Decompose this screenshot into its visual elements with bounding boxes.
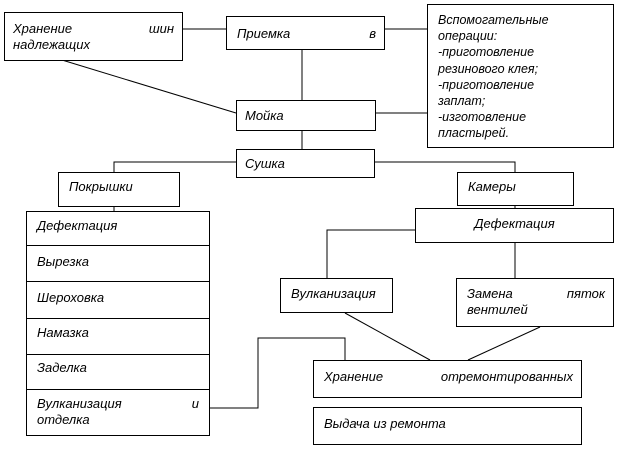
tubes-label: Камеры xyxy=(468,179,516,194)
divider xyxy=(27,318,209,319)
connector-finishing-storage xyxy=(210,337,346,409)
divider xyxy=(27,281,209,282)
storage-tires-box: Хранение шин надлежащих xyxy=(4,12,183,61)
auxiliary-line: операции: xyxy=(438,29,498,44)
valve-word-2: пяток xyxy=(566,286,605,301)
connector-vulcanization-storage xyxy=(344,312,431,361)
reception-word-2: в xyxy=(369,26,376,41)
tire-step-filling: Заделка xyxy=(27,360,209,376)
storage-tires-word-3: надлежащих xyxy=(13,37,90,52)
issue-box: Выдача из ремонта xyxy=(313,407,582,445)
tire-step-vulcanization: Вулканизация и отделка xyxy=(27,396,209,428)
tube-defect-label: Дефектация xyxy=(474,216,555,231)
tires-label: Покрышки xyxy=(69,179,133,194)
drying-box: Сушка xyxy=(236,149,375,178)
washing-box: Мойка xyxy=(236,100,376,131)
auxiliary-line: заплат; xyxy=(438,94,486,109)
auxiliary-line: -приготовление xyxy=(438,77,535,92)
tire-step-defect-label: Дефектация xyxy=(37,218,118,233)
tire-steps-box: Дефектация Вырезка Шероховка Намазка Зад… xyxy=(26,211,210,436)
valve-word-1: Замена xyxy=(467,286,513,301)
auxiliary-line: пластырей. xyxy=(438,126,510,141)
auxiliary-line: резинового клея; xyxy=(438,61,539,76)
connector-drying-tubes xyxy=(375,161,516,172)
tire-step-vulc-word-2: и xyxy=(191,396,199,411)
valve-word-3: вентилей xyxy=(467,302,528,317)
washing-label: Мойка xyxy=(245,108,284,123)
valve-replacement-box: Замена пяток вентилей xyxy=(456,278,614,327)
tire-step-cutting-label: Вырезка xyxy=(37,254,89,269)
storage-tires-word-1: Хранение xyxy=(13,21,73,36)
storage-repaired-word-2: отремонтированных xyxy=(440,369,573,384)
tire-step-cutting: Вырезка xyxy=(27,254,209,270)
tire-step-defect: Дефектация xyxy=(27,218,209,234)
tire-step-coating-label: Намазка xyxy=(37,325,89,340)
auxiliary-operations-box: Вспомогательные операции: -приготовление… xyxy=(427,4,614,148)
issue-label: Выдача из ремонта xyxy=(324,416,446,431)
reception-word-1: Приемка xyxy=(237,26,291,41)
tire-step-filling-label: Заделка xyxy=(37,360,87,375)
auxiliary-line: -изготовление xyxy=(438,110,527,125)
storage-repaired-word-1: Хранение xyxy=(324,369,384,384)
tires-box: Покрышки xyxy=(58,172,180,207)
connector-valve-storage xyxy=(467,326,541,361)
tube-defect-box: Дефектация xyxy=(415,208,614,243)
storage-tires-word-2: шин xyxy=(148,21,174,36)
auxiliary-line: Вспомогательные xyxy=(438,13,549,27)
tire-step-roughing: Шероховка xyxy=(27,290,209,306)
reception-box: Приемка в xyxy=(226,16,385,50)
tire-step-roughing-label: Шероховка xyxy=(37,290,105,305)
vulcanization-label: Вулканизация xyxy=(291,286,376,301)
vulcanization-box: Вулканизация xyxy=(280,278,393,313)
tubes-box: Камеры xyxy=(457,172,574,206)
drying-label: Сушка xyxy=(245,156,285,171)
divider xyxy=(27,245,209,246)
divider xyxy=(27,389,209,390)
tire-step-coating: Намазка xyxy=(27,325,209,341)
connector-storage-washing xyxy=(61,59,237,114)
auxiliary-line: -приготовление xyxy=(438,45,535,60)
tire-step-vulc-word-1: Вулканизация xyxy=(37,396,122,411)
divider xyxy=(27,354,209,355)
connector-drying-tires xyxy=(113,161,236,172)
connector-defect-vulcanization xyxy=(326,229,415,278)
storage-repaired-box: Хранение отремонтированных xyxy=(313,360,582,398)
tire-step-vulc-word-3: отделка xyxy=(37,412,90,427)
